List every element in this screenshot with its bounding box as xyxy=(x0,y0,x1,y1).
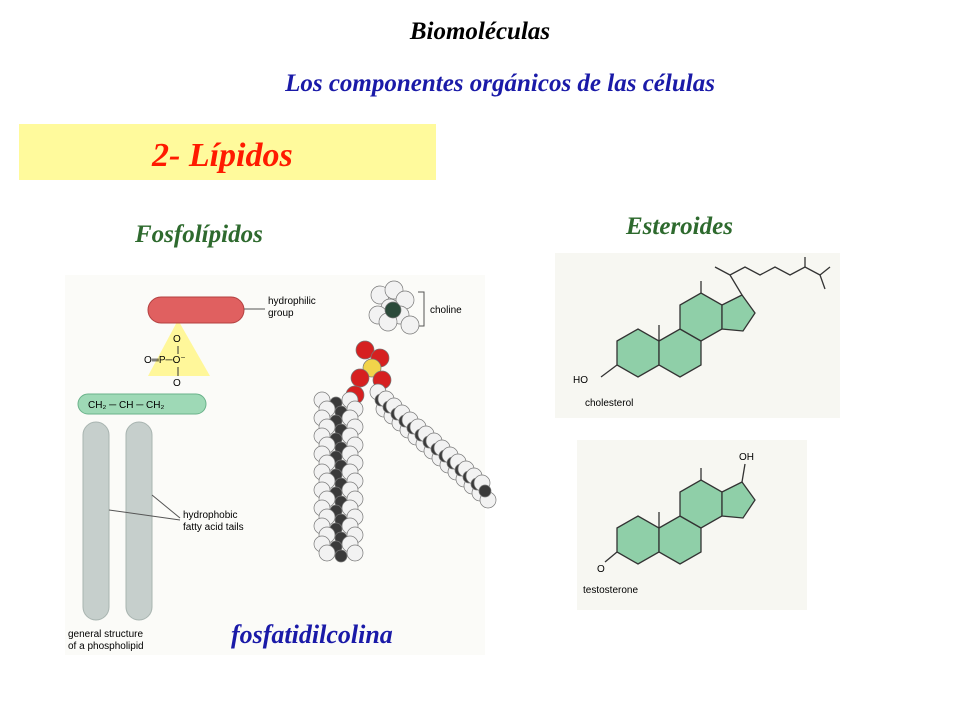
choline-label: choline xyxy=(430,305,462,316)
glycerol-label: CH₂ ─ CH ─ CH₂ xyxy=(88,400,164,411)
hydrophobic-label-2: fatty acid tails xyxy=(183,522,244,533)
phosphate-center: O═P─O⁻ xyxy=(144,355,186,366)
page-title: Biomoléculas xyxy=(409,18,551,45)
cholesterol-ho-label: HO xyxy=(573,375,588,386)
glycerol-backbone xyxy=(77,393,207,415)
hydrogen-atom xyxy=(346,544,364,562)
phosphate-o-bottom: O xyxy=(173,378,181,389)
cholesterol-diagram: HO cholesterol xyxy=(555,253,840,418)
general-structure-label-1: general structure xyxy=(68,629,143,640)
steroids-heading: Esteroides xyxy=(626,213,733,240)
fatty-acid-tail-1 xyxy=(82,421,110,621)
phosphate-highlight xyxy=(148,320,210,376)
hydrophobic-label-1: hydrophobic xyxy=(183,510,237,521)
hydrogen-atom xyxy=(318,544,336,562)
phospholipid-general-diagram: O O═P─O⁻ O CH₂ ─ CH ─ CH₂ hydrophilic gr… xyxy=(65,275,497,655)
testosterone-oh-label: OH xyxy=(739,452,754,463)
general-structure-label-2: of a phospholipid xyxy=(68,641,144,652)
phosphatidylcholine-caption: fosfatidilcolina xyxy=(231,620,393,649)
fatty-acid-tail-2 xyxy=(125,421,153,621)
cholesterol-ring-d xyxy=(721,294,756,332)
testosterone-ring-d xyxy=(721,481,756,519)
carbon-atom xyxy=(334,549,348,563)
oxygen-atom xyxy=(355,340,375,360)
phosphate-o-top: O xyxy=(173,334,181,345)
testosterone-o-label: O xyxy=(597,564,605,575)
hydrogen-atom xyxy=(400,315,420,335)
space-filling-model xyxy=(313,280,497,563)
cholesterol-label: cholesterol xyxy=(585,398,633,409)
nitrogen-atom xyxy=(384,301,402,319)
carbon-atom xyxy=(478,484,492,498)
hydrophilic-head xyxy=(147,296,245,324)
testosterone-label: testosterone xyxy=(583,585,638,596)
hydrophilic-label-2: group xyxy=(268,308,294,319)
section-label: 2- Lípidos xyxy=(152,137,293,174)
page-subtitle: Los componentes orgánicos de las células xyxy=(285,70,715,97)
section-banner xyxy=(19,124,436,180)
hydrophilic-label-1: hydrophilic xyxy=(268,296,316,307)
oxygen-atom xyxy=(350,368,370,388)
testosterone-diagram: OH O testosterone xyxy=(577,440,807,610)
phospholipids-heading: Fosfolípidos xyxy=(135,221,263,248)
